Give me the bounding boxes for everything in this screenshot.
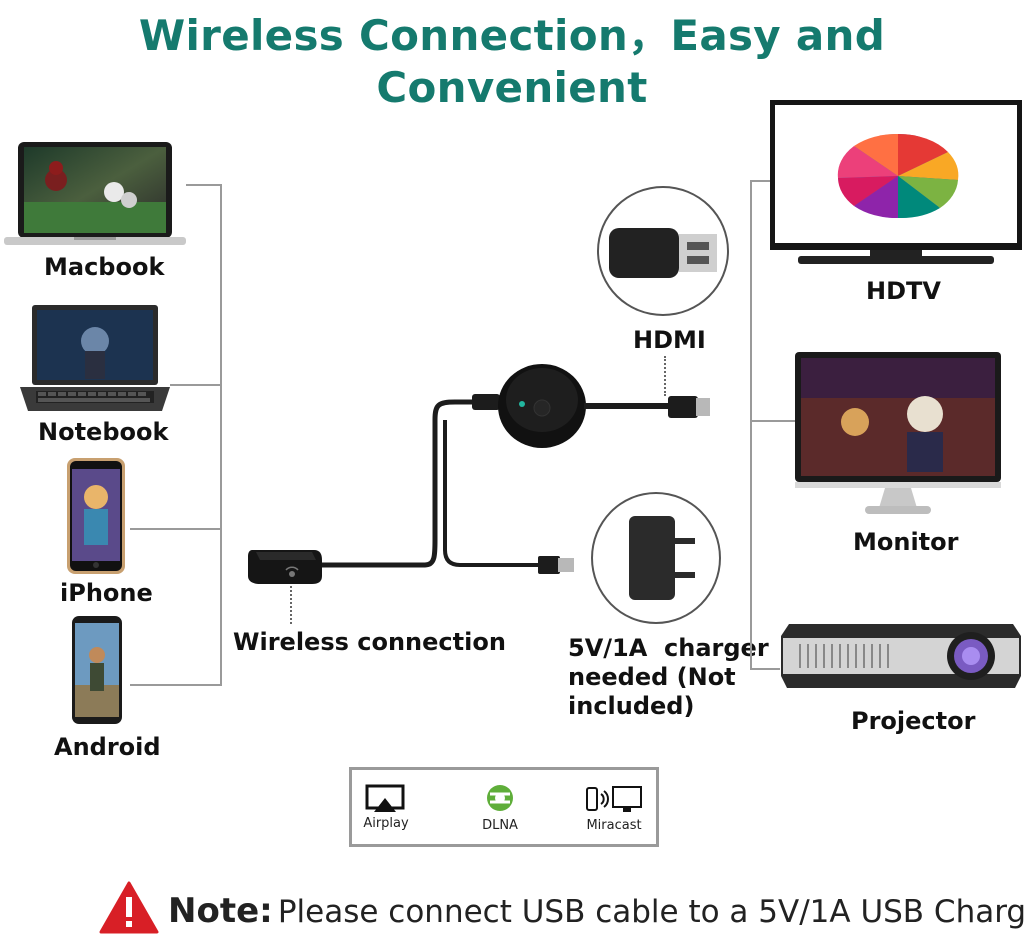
- note-text: Please connect USB cable to a 5V/1A USB …: [277, 894, 1024, 930]
- dlna-icon: [484, 783, 516, 813]
- charger-label-line1: 5V/1A charger: [568, 634, 769, 662]
- hdmi-dotted-line: [664, 356, 666, 396]
- charger-circle: [591, 492, 721, 624]
- notebook-laptop-icon: [20, 303, 170, 413]
- hdmi-label: HDMI: [633, 326, 706, 354]
- right-bracket-line: [750, 180, 752, 670]
- left-bracket-line: [220, 184, 222, 686]
- warning-icon: [98, 880, 160, 936]
- macbook-laptop-icon: [4, 140, 186, 248]
- display-label-hdtv: HDTV: [866, 277, 941, 305]
- protocol-label-miracast: Miracast: [586, 818, 642, 833]
- source-label-iphone: iPhone: [60, 579, 153, 607]
- source-label-notebook: Notebook: [38, 418, 169, 446]
- left-connector-notebook: [170, 384, 222, 386]
- protocol-label-airplay: Airplay: [363, 816, 409, 831]
- note-line: Note: Please connect USB cable to a 5V/1…: [168, 891, 1024, 931]
- monitor-icon: [795, 352, 1001, 516]
- source-label-android: Android: [54, 733, 161, 761]
- note-heading: Note:: [168, 891, 273, 931]
- miracast-icon: [585, 784, 645, 816]
- left-connector-iphone: [130, 528, 222, 530]
- protocol-label-dlna: DLNA: [482, 818, 518, 833]
- hdtv-icon: [770, 100, 1022, 268]
- charger-label-line2: needed (Not: [568, 663, 736, 691]
- left-connector-macbook: [186, 184, 222, 186]
- right-connector-monitor: [750, 420, 796, 422]
- right-connector-hdtv: [750, 180, 772, 182]
- right-connector-projector: [750, 668, 780, 670]
- charger-label-line3: included): [568, 692, 695, 720]
- airplay-icon: [365, 784, 405, 814]
- wireless-connection-label: Wireless connection: [233, 628, 506, 656]
- projector-icon: [779, 616, 1023, 694]
- page-title: Wireless Connection，Easy and Convenient: [138, 11, 886, 112]
- display-label-monitor: Monitor: [853, 528, 959, 556]
- hdmi-connector-circle: [597, 186, 729, 316]
- iphone-icon: [66, 457, 126, 575]
- wireless-module-icon: [246, 546, 326, 586]
- android-phone-icon: [71, 615, 123, 725]
- wireless-dotted-line: [290, 586, 292, 624]
- display-label-projector: Projector: [851, 707, 976, 735]
- left-connector-android: [130, 684, 222, 686]
- dongle-cable-assembly: [318, 364, 710, 574]
- source-label-macbook: Macbook: [44, 253, 165, 281]
